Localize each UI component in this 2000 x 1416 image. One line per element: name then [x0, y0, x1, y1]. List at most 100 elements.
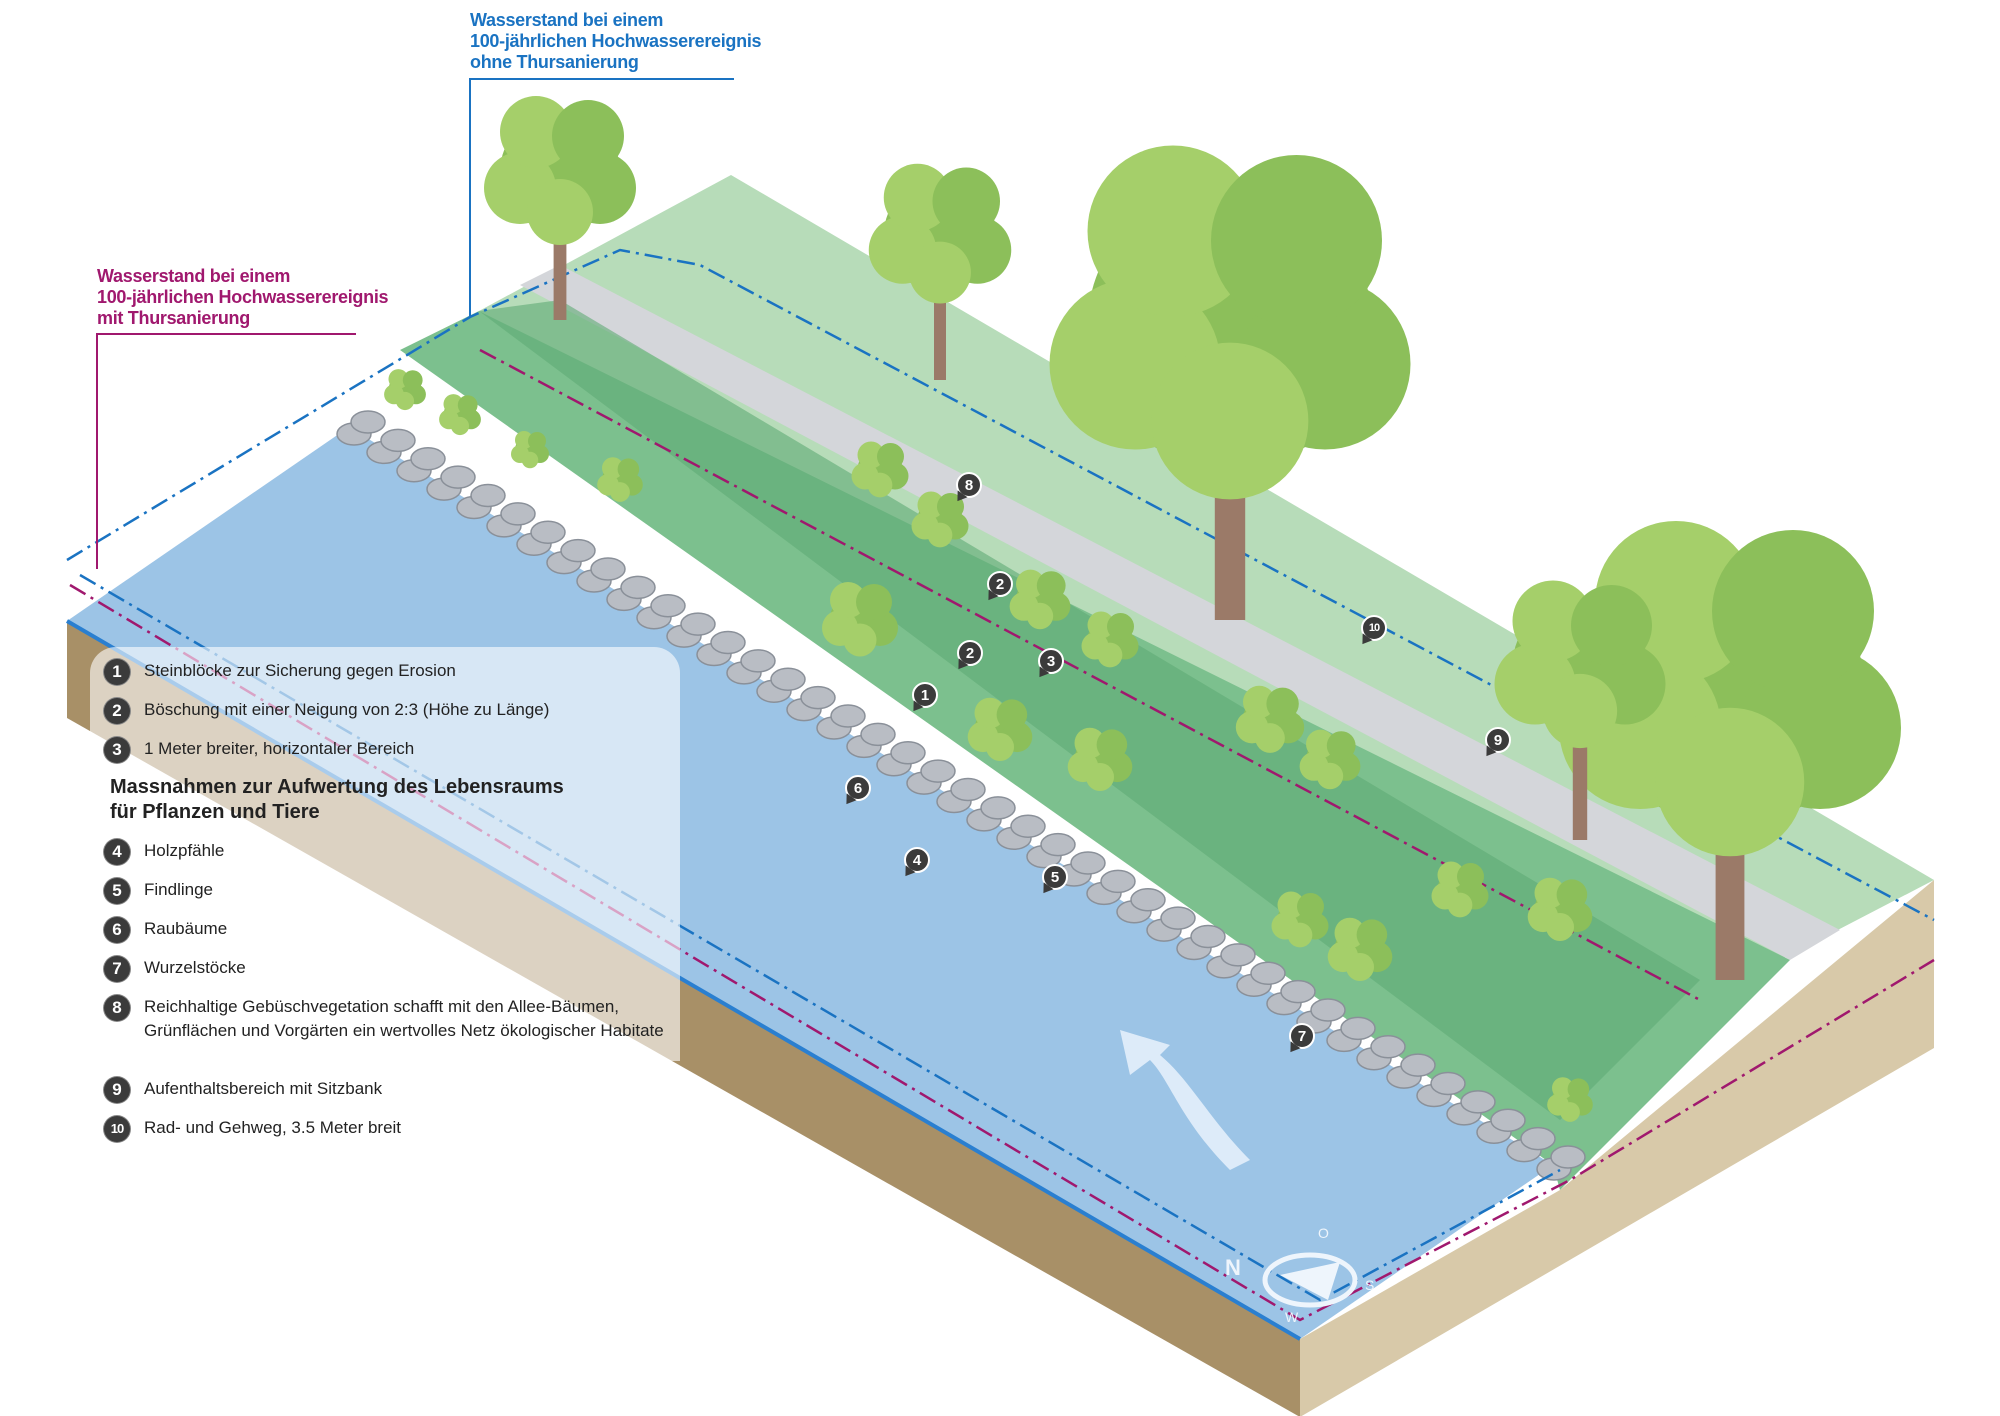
flood-label-line: Wasserstand bei einem [97, 266, 291, 286]
map-marker-6: 6 [845, 775, 871, 801]
stone-block [1340, 1016, 1376, 1041]
stone-block [860, 722, 896, 747]
bush [511, 431, 549, 469]
flood-label-line: mit Thursanierung [97, 308, 250, 328]
stone-block [740, 649, 776, 673]
compass-o: O [1318, 1225, 1329, 1241]
tree [484, 96, 636, 320]
tree [1049, 145, 1411, 620]
compass-s: S [1365, 1277, 1374, 1293]
legend-number: 6 [104, 917, 130, 943]
stone-block [350, 410, 386, 434]
stone-block [1160, 906, 1196, 930]
bush [1431, 861, 1489, 918]
flood-line-with-renovation [69, 583, 1935, 1322]
flood-label-without-renovation: Wasserstand bei einem 100-jährlichen Hoc… [470, 10, 762, 73]
legend-label: Holzpfähle [144, 841, 225, 860]
leader-line-magenta [96, 333, 356, 569]
bush [1327, 917, 1393, 982]
legend-number: 4 [104, 839, 130, 865]
flood-line-without-renovation [66, 248, 1935, 922]
compass-w: W [1285, 1309, 1299, 1325]
embankment-shade [479, 300, 1700, 1120]
legend-number: 9 [104, 1077, 130, 1103]
compass-rose [1262, 1252, 1358, 1308]
legend-number: 1 [104, 659, 130, 685]
stone-block [590, 557, 626, 581]
bike-footpath [520, 265, 1840, 960]
flood-label-line: 100-jährlichen Hochwasserereignis [470, 31, 762, 51]
stone-blocks [336, 410, 1586, 1181]
bush [822, 582, 898, 657]
flow-direction-arrow [1120, 1030, 1250, 1170]
stone-block [1520, 1126, 1556, 1151]
legend-label: Rad- und Gehweg, 3.5 Meter breit [144, 1118, 402, 1137]
stone-block [500, 502, 536, 526]
flood-label-line: Wasserstand bei einem [470, 10, 664, 30]
stone-block [800, 685, 836, 710]
stone-block [530, 520, 566, 544]
map-marker-2: 2 [987, 571, 1013, 597]
stone-block [920, 759, 956, 783]
bush [1271, 891, 1329, 948]
legend-label: Findlinge [144, 880, 213, 899]
legend-number: 3 [104, 737, 130, 763]
legend-label: Aufenthaltsbereich mit Sitzbank [144, 1079, 383, 1098]
bush [1547, 1077, 1593, 1122]
stone-block [1490, 1108, 1526, 1132]
flood-label-with-renovation: Wasserstand bei einem 100-jährlichen Hoc… [97, 266, 389, 329]
stone-block [1190, 924, 1226, 949]
legend-panel [90, 647, 680, 1061]
stone-block [680, 612, 716, 636]
stone-block [1010, 814, 1046, 838]
bush [384, 369, 426, 411]
bush [851, 441, 909, 498]
tree [1494, 580, 1666, 840]
legend-number: 8 [104, 995, 130, 1021]
leader-line-blue [469, 78, 734, 317]
legend-number: 2 [104, 698, 130, 724]
bush [597, 457, 643, 502]
stone-block [410, 447, 446, 471]
legend-label: 1 Meter breiter, horizontaler Bereich [144, 739, 415, 758]
stone-block [710, 630, 746, 655]
stone-block [950, 777, 986, 802]
legend-label: Steinblöcke zur Sicherung gegen Erosion [144, 661, 456, 680]
legend-item-9: 9 Aufenthaltsbereich mit Sitzbank [104, 1077, 382, 1103]
stone-block [890, 741, 926, 765]
stone-block [1310, 998, 1346, 1022]
stone-block [1130, 888, 1166, 912]
trees-and-bushes [384, 96, 1901, 1122]
legend-item-10: 10 Rad- und Gehweg, 3.5 Meter breit [104, 1116, 401, 1142]
stone-block [1070, 851, 1106, 875]
map-marker-9: 9 [1485, 727, 1511, 753]
stone-block [1220, 943, 1256, 967]
stone-block [440, 465, 476, 489]
map-marker-2: 2 [957, 640, 983, 666]
stone-block [620, 575, 656, 600]
bush [911, 491, 969, 548]
tree [1559, 521, 1901, 980]
stone-block [380, 428, 416, 453]
compass-n: N [1225, 1255, 1241, 1280]
stone-block [1400, 1053, 1436, 1077]
map-marker-8: 8 [956, 472, 982, 498]
stone-block [650, 594, 686, 618]
stone-block [1280, 979, 1316, 1004]
legend-heading: Massnahmen zur Aufwertung des Lebensraum… [110, 775, 630, 825]
legend-number: 10 [104, 1116, 130, 1142]
flood-label-line: 100-jährlichen Hochwasserereignis [97, 287, 389, 307]
soil-side-face [1300, 880, 1934, 1416]
stone-block [1040, 832, 1076, 857]
stone-block [1250, 961, 1286, 985]
bush [1235, 685, 1305, 753]
stone-block [830, 704, 866, 728]
map-marker-5: 5 [1042, 864, 1068, 890]
legend-label: Böschung mit einer Neigung von 2:3 (Höhe… [144, 700, 550, 719]
legend-item-2: 2 Böschung mit einer Neigung von 2:3 (Höh… [104, 698, 549, 724]
